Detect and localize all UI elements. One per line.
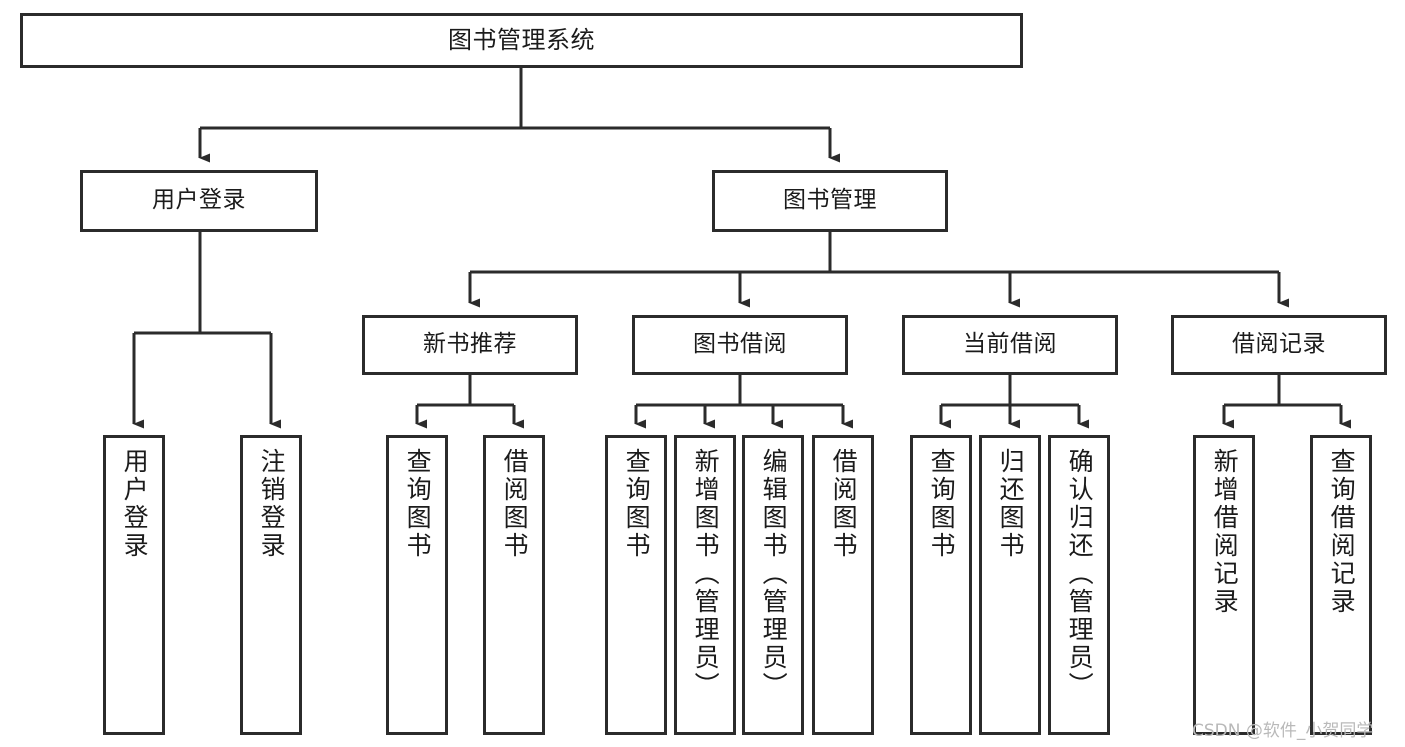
node-root[interactable]: 图书管理系统 — [20, 13, 1023, 68]
node-user-login[interactable]: 用户登录 — [80, 170, 318, 232]
node-leaf-user-login-label: 用户登录 — [120, 448, 150, 560]
node-user-login-label: 用户登录 — [152, 187, 246, 214]
node-leaf-confirm-return-admin-label: 确认归还（管理员） — [1065, 448, 1095, 700]
node-leaf-book-edit-admin-label: 编辑图书（管理员） — [759, 448, 789, 700]
node-leaf-book-return[interactable]: 归还图书 — [979, 435, 1041, 735]
node-leaf-newbook-borrow[interactable]: 借阅图书 — [483, 435, 545, 735]
node-leaf-borrow-query-label: 查询图书 — [622, 448, 652, 560]
node-leaf-newbook-borrow-label: 借阅图书 — [500, 448, 530, 560]
node-leaf-book-add-admin[interactable]: 新增图书（管理员） — [674, 435, 736, 735]
node-leaf-book-return-label: 归还图书 — [996, 448, 1026, 560]
node-leaf-book-lend-label: 借阅图书 — [829, 448, 859, 560]
node-leaf-book-edit-admin[interactable]: 编辑图书（管理员） — [742, 435, 804, 735]
node-leaf-logout[interactable]: 注销登录 — [240, 435, 302, 735]
node-leaf-record-add[interactable]: 新增借阅记录 — [1193, 435, 1255, 735]
node-borrow-records-label: 借阅记录 — [1232, 331, 1326, 358]
node-leaf-user-login[interactable]: 用户登录 — [103, 435, 165, 735]
node-leaf-current-query[interactable]: 查询图书 — [910, 435, 972, 735]
node-leaf-newbook-query-label: 查询图书 — [403, 448, 433, 560]
node-leaf-record-query-label: 查询借阅记录 — [1327, 448, 1357, 616]
node-current-borrow[interactable]: 当前借阅 — [902, 315, 1118, 375]
node-new-book-recommend[interactable]: 新书推荐 — [362, 315, 578, 375]
node-book-management-label: 图书管理 — [783, 187, 877, 214]
node-leaf-record-query[interactable]: 查询借阅记录 — [1310, 435, 1372, 735]
node-leaf-record-add-label: 新增借阅记录 — [1210, 448, 1240, 616]
node-book-management[interactable]: 图书管理 — [712, 170, 948, 232]
node-leaf-book-lend[interactable]: 借阅图书 — [812, 435, 874, 735]
node-leaf-newbook-query[interactable]: 查询图书 — [386, 435, 448, 735]
node-leaf-confirm-return-admin[interactable]: 确认归还（管理员） — [1048, 435, 1110, 735]
node-leaf-logout-label: 注销登录 — [257, 448, 287, 560]
node-borrow-records[interactable]: 借阅记录 — [1171, 315, 1387, 375]
node-current-borrow-label: 当前借阅 — [963, 331, 1057, 358]
node-book-borrow[interactable]: 图书借阅 — [632, 315, 848, 375]
node-leaf-book-add-admin-label: 新增图书（管理员） — [691, 448, 721, 700]
node-leaf-borrow-query[interactable]: 查询图书 — [605, 435, 667, 735]
node-leaf-current-query-label: 查询图书 — [927, 448, 957, 560]
node-book-borrow-label: 图书借阅 — [693, 331, 787, 358]
node-root-label: 图书管理系统 — [448, 26, 595, 55]
csdn-watermark: CSDN @软件_小贺同学 — [1192, 721, 1374, 741]
node-new-book-recommend-label: 新书推荐 — [423, 331, 517, 358]
